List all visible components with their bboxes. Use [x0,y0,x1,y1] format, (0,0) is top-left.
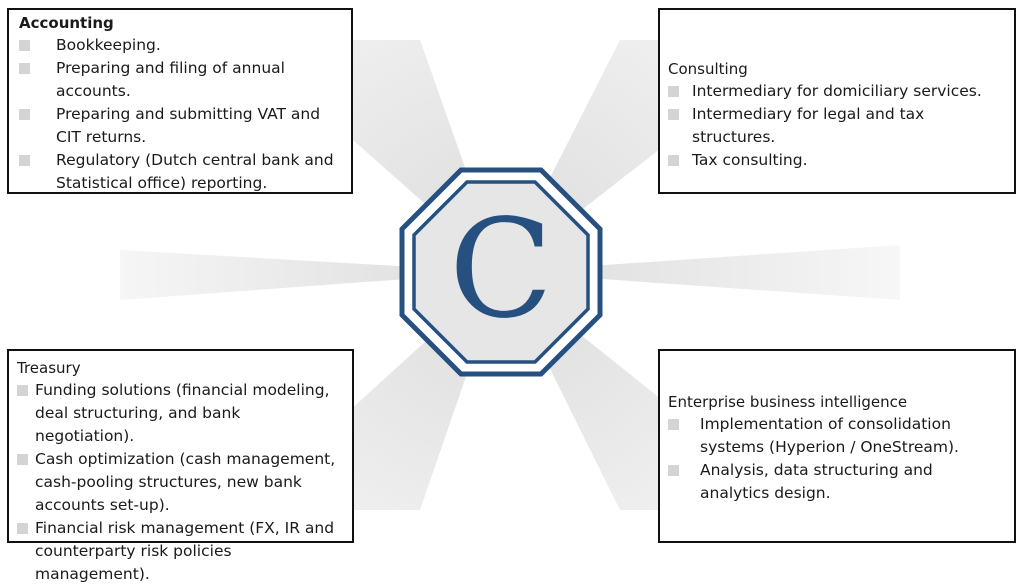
list-item: Intermediary for legal and tax structure… [668,103,1004,149]
bullet-icon [668,155,679,166]
list-item: Cash optimization (cash management, cash… [17,448,342,517]
bullet-icon [19,40,30,51]
treasury-box: Treasury Funding solutions (financial mo… [7,349,354,583]
bullet-icon [668,465,679,476]
bullet-icon [19,109,30,120]
logo-letter: C [449,191,553,349]
bullet-icon [19,63,30,74]
company-logo-icon: C [399,167,603,377]
consulting-title: Consulting [668,60,748,78]
bullet-icon [17,454,28,465]
list-item: Preparing and filing of annual accounts. [19,57,341,103]
consulting-box: Consulting Intermediary for domiciliary … [658,8,1016,194]
list-item: Funding solutions (financial modeling, d… [17,379,342,448]
treasury-title: Treasury [17,359,81,377]
treasury-list: Funding solutions (financial modeling, d… [17,379,342,586]
list-item: Analysis, data structuring and analytics… [668,459,1004,505]
bullet-icon [17,385,28,396]
enterprise-bi-list: Implementation of consolidation systems … [668,413,1004,505]
list-item: Regulatory (Dutch central bank and Stati… [19,149,341,195]
bullet-icon [668,86,679,97]
accounting-box: Accounting Bookkeeping. Preparing and fi… [7,8,353,194]
list-item: Tax consulting. [668,149,1004,172]
logo-octagon-inner [412,180,590,364]
list-item: Financial risk management (FX, IR and co… [17,517,342,586]
bullet-icon [19,155,30,166]
list-item: Preparing and submitting VAT and CIT ret… [19,103,341,149]
list-item: Bookkeeping. [19,34,341,57]
bullet-icon [17,523,28,534]
accounting-title: Accounting [19,14,114,32]
bullet-icon [668,109,679,120]
bullet-icon [668,419,679,430]
enterprise-bi-title: Enterprise business intelligence [668,393,908,411]
consulting-list: Intermediary for domiciliary services. I… [668,80,1004,172]
list-item: Implementation of consolidation systems … [668,413,1004,459]
list-item: Intermediary for domiciliary services. [668,80,1004,103]
accounting-list: Bookkeeping. Preparing and filing of ann… [19,34,341,195]
enterprise-bi-box: Enterprise business intelligence Impleme… [658,349,1016,543]
